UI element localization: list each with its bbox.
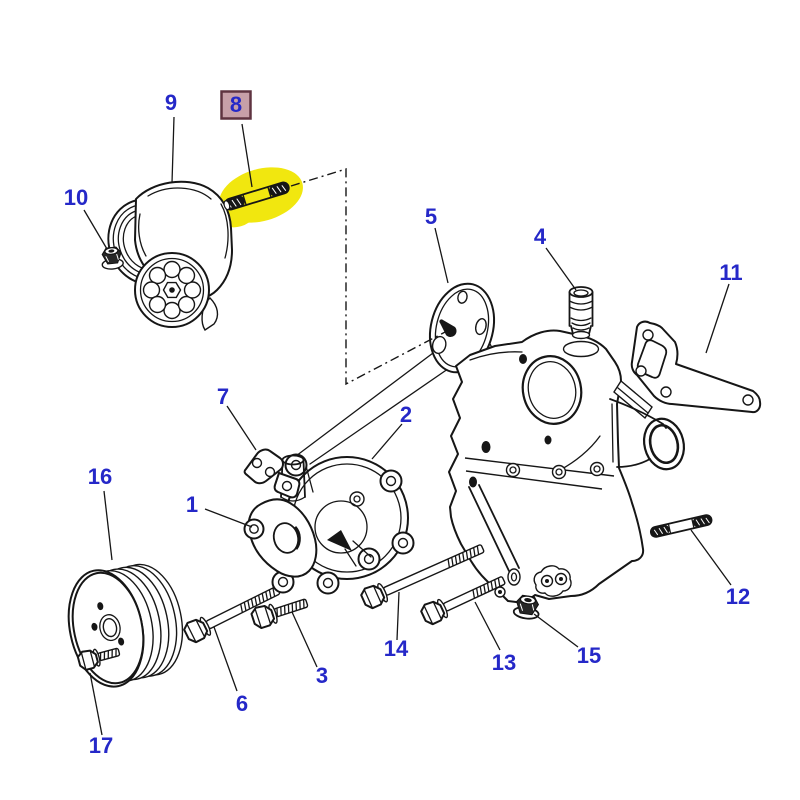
leader-line-16 (103, 490, 113, 561)
leader-line-15 (533, 613, 579, 648)
callout-label-8[interactable]: 8 (230, 92, 242, 117)
leader-line-6 (213, 626, 238, 692)
mounting-bracket (243, 448, 301, 499)
pulley-bolt (76, 647, 121, 671)
callout-6: 6 (213, 626, 248, 716)
flange-nut-15 (512, 594, 540, 620)
housing-opening (521, 355, 583, 425)
bypass-plug (562, 286, 600, 358)
leader-line-17 (89, 672, 103, 736)
callout-label-9[interactable]: 9 (165, 90, 177, 115)
plate-keyhole (439, 319, 457, 338)
gasket (630, 320, 762, 414)
callout-3: 3 (291, 611, 328, 688)
callout-17: 17 (89, 672, 113, 758)
callout-label-4[interactable]: 4 (534, 224, 547, 249)
selected-callout-box[interactable] (220, 90, 252, 120)
leader-line-3 (291, 611, 318, 668)
callout-13: 13 (474, 601, 516, 675)
callout-label-16[interactable]: 16 (88, 464, 112, 489)
callout-11: 11 (705, 260, 743, 354)
callouts: 1 2 3 4 5 6 7 8 9 10 11 12 13 14 (64, 90, 750, 758)
callout-label-7[interactable]: 7 (217, 384, 229, 409)
callout-12: 12 (690, 529, 750, 609)
callout-label-3[interactable]: 3 (316, 663, 328, 688)
highlighted-stud (223, 181, 290, 211)
stud-12 (649, 514, 713, 538)
callout-label-1[interactable]: 1 (186, 492, 198, 517)
callout-9: 9 (165, 90, 177, 184)
callout-label-5[interactable]: 5 (425, 204, 437, 229)
callout-16: 16 (88, 464, 113, 561)
leader-line-4 (545, 247, 577, 291)
callout-8-selected: 8 (220, 90, 253, 188)
callout-label-17[interactable]: 17 (89, 733, 113, 758)
callout-label-11[interactable]: 11 (719, 260, 742, 285)
callout-2: 2 (371, 402, 412, 460)
callout-label-14[interactable]: 14 (384, 636, 409, 661)
alignment-centerline (290, 168, 448, 386)
leader-line-10 (83, 209, 108, 250)
callout-10: 10 (64, 185, 108, 250)
leader-line-2 (371, 423, 403, 460)
callout-14: 14 (384, 591, 409, 661)
callout-4: 4 (534, 224, 577, 291)
callout-5: 5 (425, 204, 449, 284)
housing-bolt-holes (494, 461, 605, 598)
water-pump-body (243, 498, 318, 578)
rear-cover-housing (448, 329, 686, 604)
callout-7: 7 (217, 384, 257, 451)
callout-label-13[interactable]: 13 (492, 650, 516, 675)
bolt-6 (183, 586, 281, 644)
leader-line-8 (241, 123, 253, 188)
leader-line-11 (705, 283, 730, 354)
leader-line-5 (434, 227, 449, 284)
leader-line-1 (204, 508, 253, 528)
callout-15: 15 (533, 613, 601, 668)
callout-1: 1 (186, 492, 253, 528)
callout-label-6[interactable]: 6 (236, 691, 248, 716)
bolt-13 (420, 576, 506, 626)
leader-line-14 (396, 591, 400, 641)
leader-line-13 (474, 601, 501, 651)
pulley-holes (142, 260, 202, 320)
backing-plate (429, 282, 495, 374)
bolt-14 (360, 544, 485, 610)
leader-line-12 (690, 529, 732, 586)
flange-ears (271, 453, 415, 595)
pulley (67, 563, 184, 688)
leader-line-7 (226, 405, 257, 451)
callout-label-10[interactable]: 10 (64, 185, 88, 210)
leader-line-9 (171, 116, 175, 184)
callout-label-15[interactable]: 15 (577, 643, 601, 668)
callout-label-12[interactable]: 12 (726, 584, 750, 609)
outlet-flange (642, 417, 686, 471)
callout-label-2[interactable]: 2 (400, 402, 412, 427)
